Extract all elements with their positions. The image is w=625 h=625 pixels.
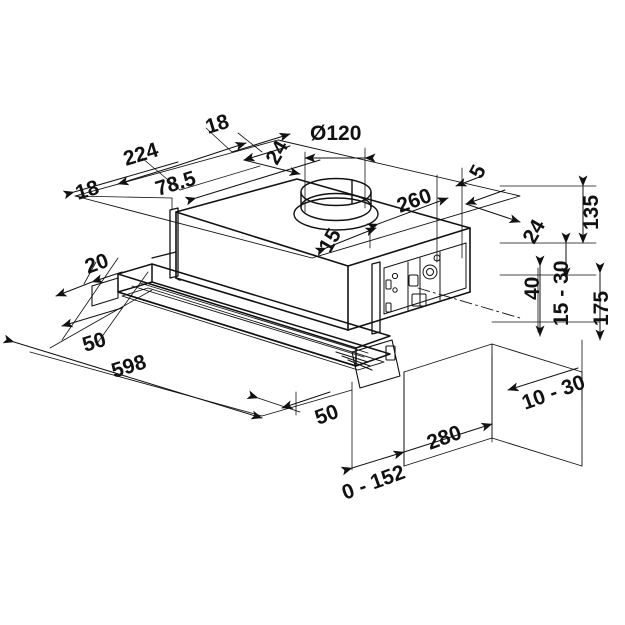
label-0-152: 0 - 152 xyxy=(339,461,408,505)
label-135: 135 xyxy=(580,195,603,230)
dimline-24-right xyxy=(465,189,521,223)
dimline-224-a xyxy=(175,142,247,167)
dimline-5 xyxy=(455,175,483,187)
label-18-left: 18 xyxy=(73,176,102,205)
dimline-0-152 xyxy=(340,450,405,476)
dimline-24-top xyxy=(243,145,301,176)
visor-rail-detail xyxy=(335,339,401,389)
label-78-5: 78.5 xyxy=(153,167,199,201)
label-15-30: 15 - 30 xyxy=(550,261,573,326)
mounting-bracket-right xyxy=(371,261,381,335)
motor-housing-panel xyxy=(383,242,467,315)
dimline-260 xyxy=(366,197,449,232)
dimline-20 xyxy=(55,271,123,297)
label-598: 598 xyxy=(109,350,150,382)
label-10-30: 10 - 30 xyxy=(519,371,588,415)
label-18-right: 18 xyxy=(203,110,232,139)
label-50-bottom: 50 xyxy=(312,400,342,430)
hood-main-body xyxy=(175,178,471,331)
label-224: 224 xyxy=(121,138,162,170)
label-dia-120: Ø120 xyxy=(310,122,361,145)
center-line xyxy=(417,287,521,319)
label-280: 280 xyxy=(424,421,465,455)
dimension-labels: 18 224 78.5 18 24 Ø120 15 260 5 24 135 4… xyxy=(73,110,613,505)
dimline-598 xyxy=(2,334,263,420)
slide-out-visor-panel xyxy=(117,263,391,371)
label-175: 175 xyxy=(590,291,613,326)
label-40: 40 xyxy=(521,277,544,300)
dimline-50-left xyxy=(61,307,123,328)
dimline-50-bottom xyxy=(246,390,331,413)
dimline-78-5 xyxy=(184,181,249,206)
cabinet-outline xyxy=(29,139,583,467)
visor-left-endcap xyxy=(91,277,119,307)
dimline-18-right xyxy=(231,132,291,153)
dimline-10-30 xyxy=(507,367,579,392)
label-260: 260 xyxy=(394,184,435,218)
dimline-280 xyxy=(403,422,493,453)
label-5: 5 xyxy=(465,161,491,182)
dimline-top-left-group xyxy=(62,132,321,206)
mounting-bracket-left xyxy=(151,207,179,279)
label-50-left: 50 xyxy=(80,328,109,357)
